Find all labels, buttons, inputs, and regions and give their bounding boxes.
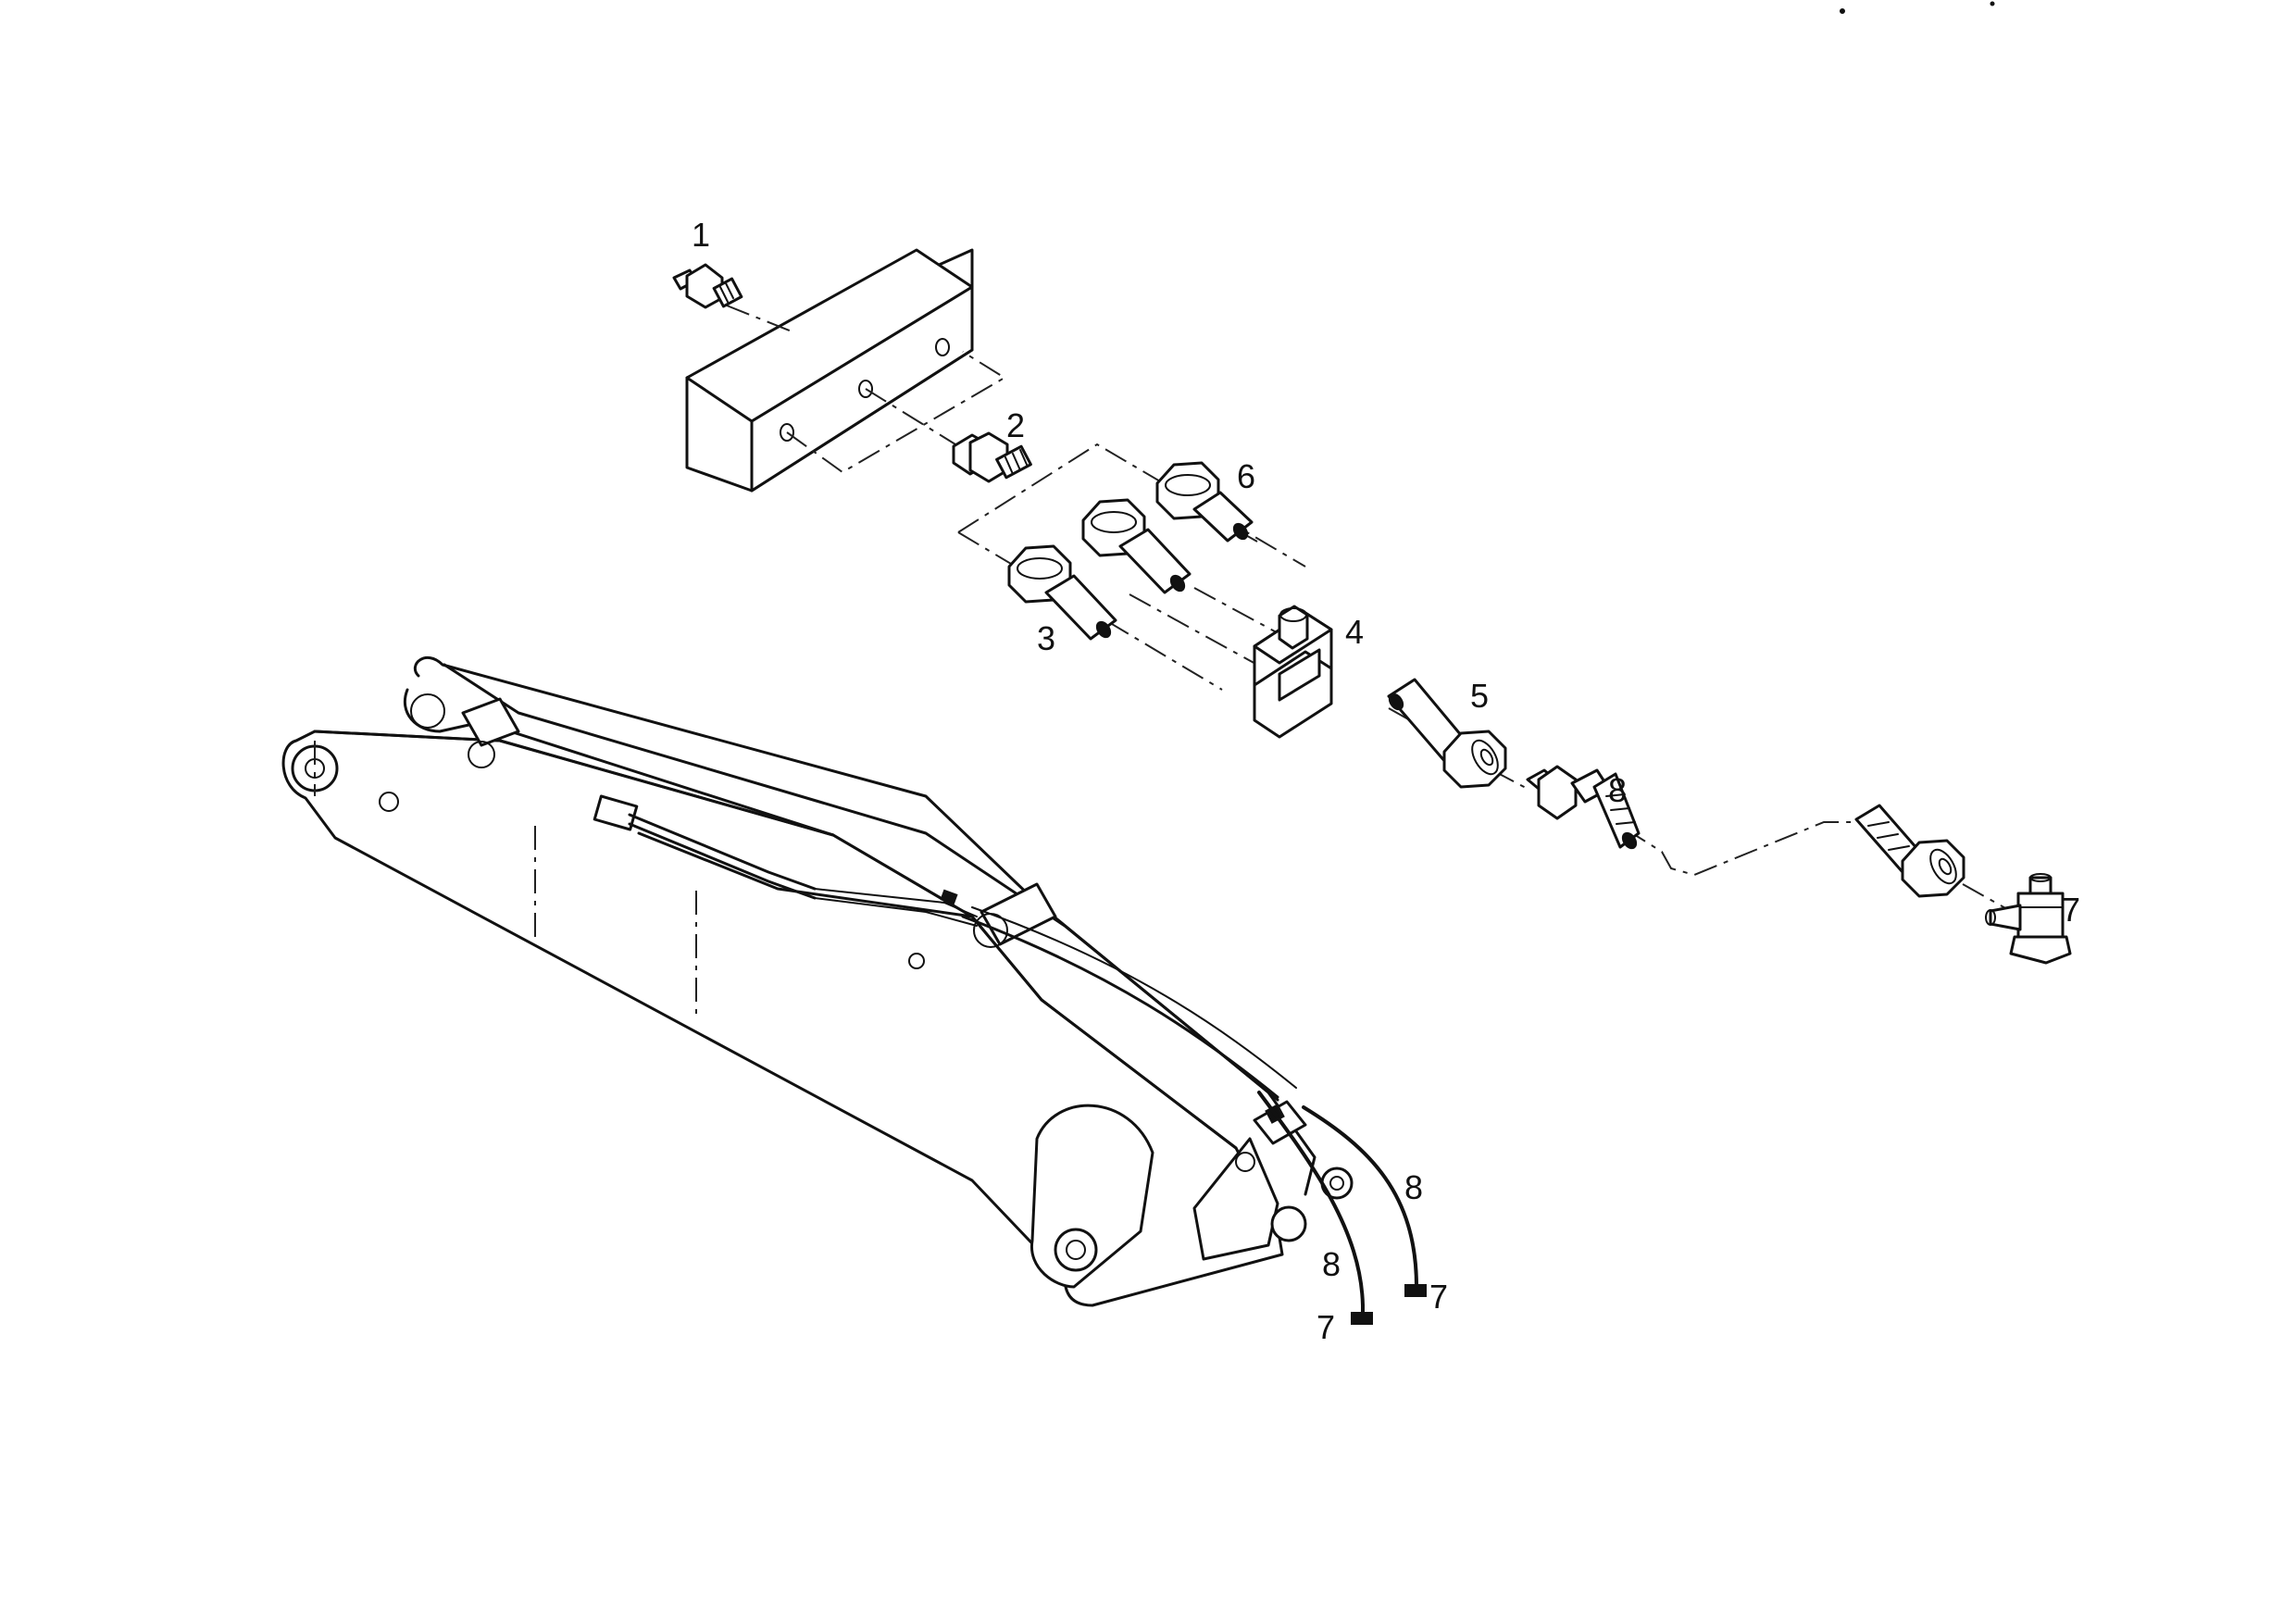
- callout-6: 6: [1237, 457, 1255, 495]
- callout-7-boom-right: 7: [1429, 1278, 1448, 1316]
- part-4-clamp: [1253, 605, 1333, 739]
- part-2-fitting: [952, 431, 1032, 483]
- callout-8-fitting: 8: [1608, 771, 1627, 809]
- part-hose-end-middle: [1081, 498, 1192, 594]
- part-8-fitting: [1526, 765, 1641, 850]
- hose-end-right: [1854, 804, 1965, 898]
- scan-specks: [1840, 1, 1995, 14]
- part-6-hose-end: [1155, 461, 1254, 543]
- callout-5: 5: [1470, 677, 1489, 715]
- callout-7-boom-left: 7: [1316, 1308, 1335, 1346]
- callout-4: 4: [1345, 613, 1364, 651]
- boom-arm: [281, 655, 1354, 1307]
- callouts: 1 2 3 4 5 6 7 8 8 8 7 7: [692, 216, 2080, 1346]
- callout-2: 2: [1006, 406, 1025, 444]
- part-3-hose-end: [1007, 544, 1117, 641]
- callout-3: 3: [1037, 619, 1055, 657]
- callout-8-boom-left: 8: [1322, 1245, 1341, 1283]
- part-5-hose-end: [1387, 678, 1507, 789]
- assembly-lines: [726, 305, 2008, 910]
- boom-cables: [1257, 1091, 1427, 1325]
- callout-7-fitting: 7: [2062, 891, 2080, 929]
- callout-1: 1: [692, 216, 710, 254]
- boom-tubes: [593, 794, 1297, 1099]
- part-1-fitting: [672, 263, 743, 309]
- valve-block: [685, 248, 974, 493]
- part-7-tee-fitting: [1985, 873, 2072, 965]
- callout-8-boom-right: 8: [1404, 1168, 1423, 1206]
